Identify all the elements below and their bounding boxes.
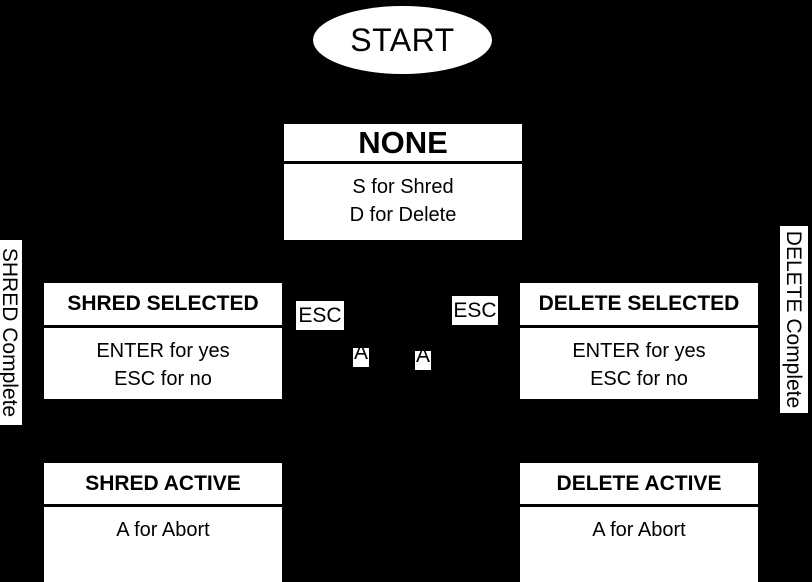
state-body-line: S for Shred <box>352 176 454 198</box>
state-node-delete-active: DELETE ACTIVE A for Abort <box>520 463 758 582</box>
state-title-delete-selected: DELETE SELECTED <box>520 283 758 328</box>
state-body-line: A for Abort <box>592 519 686 541</box>
state-title-none: NONE <box>284 124 522 164</box>
state-body-line: ESC for no <box>114 367 212 390</box>
state-body-delete-active: A for Abort <box>520 507 758 582</box>
state-body-line: ESC for no <box>590 367 688 390</box>
state-body-shred-active: A for Abort <box>44 507 282 582</box>
edge-label-delete-complete: DELETE Complete <box>780 226 808 413</box>
state-node-none: NONE S for Shred D for Delete <box>284 124 522 240</box>
edge-label-shred-complete-text: SHRED Complete <box>0 247 22 418</box>
state-node-delete-selected: DELETE SELECTED ENTER for yes ESC for no <box>520 283 758 399</box>
state-node-shred-active: SHRED ACTIVE A for Abort <box>44 463 282 582</box>
state-body-line: D for Delete <box>349 203 457 226</box>
start-node-label: START <box>350 22 455 58</box>
edge-label-delete-complete-text: DELETE Complete <box>782 230 806 409</box>
edge-label-esc-delete: ESC <box>452 296 498 325</box>
state-body-line: ENTER for yes <box>96 340 230 362</box>
edge-label-esc-shred: ESC <box>296 301 344 330</box>
start-node: START <box>313 6 492 74</box>
state-title-delete-active: DELETE ACTIVE <box>520 463 758 507</box>
state-title-shred-selected: SHRED SELECTED <box>44 283 282 328</box>
state-body-shred-selected: ENTER for yes ESC for no <box>44 328 282 399</box>
state-body-delete-selected: ENTER for yes ESC for no <box>520 328 758 399</box>
edge-label-abort-shred-text: A <box>353 341 368 364</box>
edge-label-shred-complete: SHRED Complete <box>0 240 22 425</box>
edge-label-abort-delete-text: A <box>415 344 430 367</box>
edge-label-abort-delete: A <box>415 345 431 370</box>
state-node-shred-selected: SHRED SELECTED ENTER for yes ESC for no <box>44 283 282 399</box>
state-body-line: ENTER for yes <box>572 340 706 362</box>
state-body-none: S for Shred D for Delete <box>284 164 522 240</box>
edge-label-abort-shred: A <box>353 342 369 367</box>
state-title-shred-active: SHRED ACTIVE <box>44 463 282 507</box>
state-body-line: A for Abort <box>116 519 210 541</box>
